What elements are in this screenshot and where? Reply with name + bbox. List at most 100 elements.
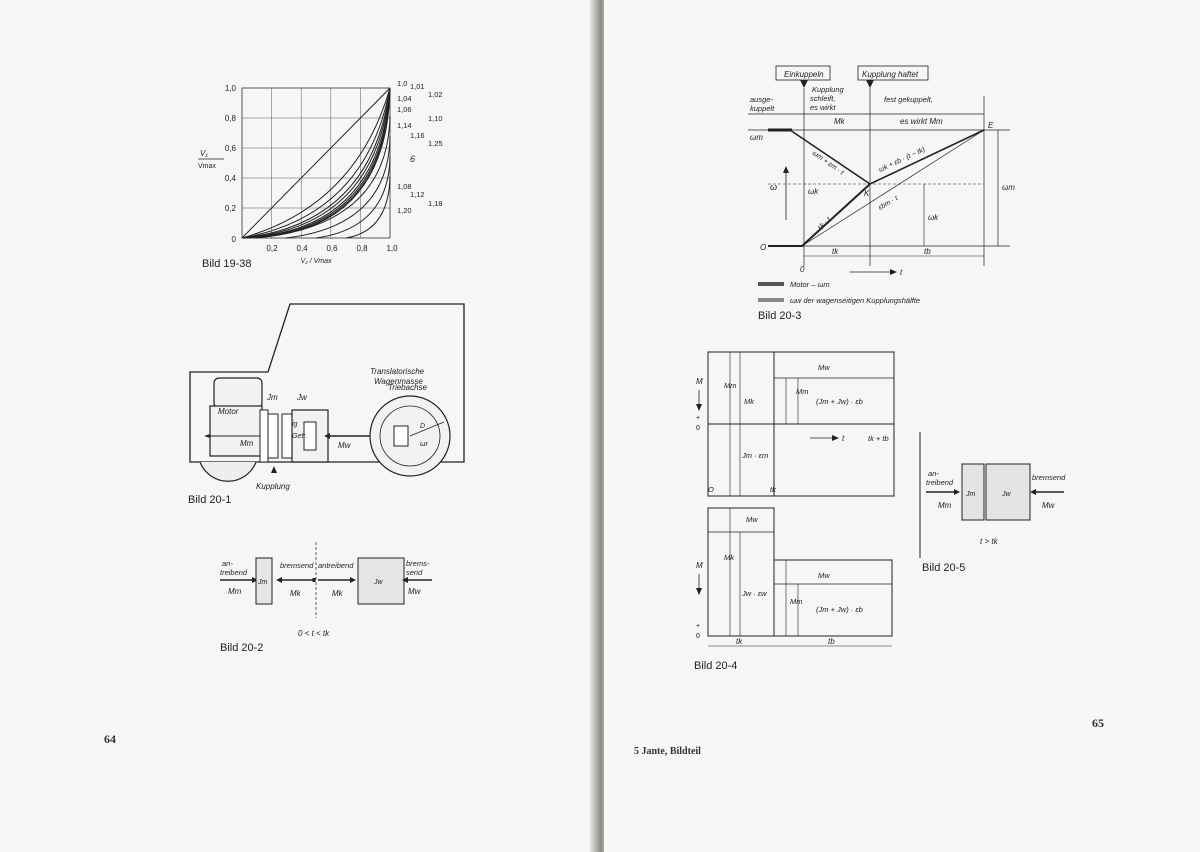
tb-label: tb	[924, 247, 931, 256]
mk-left: Mk	[290, 589, 302, 598]
y-tick: 1,0	[225, 84, 237, 93]
y-tick: 0,8	[225, 114, 237, 123]
jm-em-label: Jm · εm	[741, 451, 768, 460]
mm2-label: Mm	[796, 387, 809, 396]
omega-k-label: ωk	[808, 187, 819, 196]
caption-20-2: Bild 20-2	[220, 642, 264, 654]
zero-label: 0	[696, 425, 700, 432]
omega-r-label: ωr	[420, 441, 428, 448]
jm-label: Jm	[266, 393, 278, 402]
e-label: E	[988, 121, 994, 130]
y-tick: 0,2	[225, 204, 237, 213]
omega-m-right: ωm	[1002, 183, 1015, 192]
figure-20-3-speed-diagram: Einkuppeln Kupplung haftet ausge- kuppel…	[748, 65, 1015, 305]
svg-text:1,02: 1,02	[428, 90, 443, 99]
figure-20-2-torque-diagram: an- treibend Mm Jm bremsend Mk antreiben…	[220, 542, 432, 638]
jw-label: Jw	[1001, 491, 1012, 498]
antreibend-left-2: treibend	[220, 568, 248, 577]
svg-text:1,0: 1,0	[397, 79, 407, 88]
omega-label: ω	[770, 182, 777, 192]
page-number-left: 64	[104, 732, 116, 746]
x-tick: 0,4	[296, 244, 308, 253]
jw-label: Jw	[296, 393, 308, 402]
ausgekuppelt-1: ausge-	[750, 95, 773, 104]
y-tick: 0,4	[225, 174, 237, 183]
mw-label: Mw	[818, 363, 830, 372]
bremsend-right-1: brems-	[406, 559, 430, 568]
bremsend-right-2: send	[406, 568, 423, 577]
page-footer: 5 Jante, Bildteil	[634, 746, 701, 757]
o-label: O	[708, 485, 714, 494]
mm-label: Mm	[724, 381, 737, 390]
mk-label: Mk	[744, 397, 755, 406]
page-number-right: 65	[1092, 716, 1104, 730]
svg-text:1,20: 1,20	[397, 206, 412, 215]
mass-label-line1: Translatorische	[370, 367, 425, 376]
o-label: O	[760, 243, 766, 252]
t-axis-label: t	[900, 268, 903, 277]
bremsend-mid: bremsend	[280, 561, 314, 570]
schleift-3: es wirkt	[810, 103, 836, 112]
jm-label: Jm	[965, 491, 976, 498]
svg-text:1,04: 1,04	[397, 94, 412, 103]
zero-label: 0	[696, 633, 700, 640]
jw-label: Jw	[373, 579, 384, 586]
mk-right: Mk	[332, 589, 344, 598]
einkuppeln-label: Einkuppeln	[784, 70, 824, 79]
legend-motor: Motor – ωm	[790, 280, 830, 289]
caption-20-1: Bild 20-1	[188, 494, 232, 506]
caption-19-38: Bild 19-38	[202, 258, 252, 270]
plus-label: +	[696, 415, 700, 422]
x-label: V₂ / Vmax	[300, 258, 332, 265]
y-label-top: V₁	[200, 149, 208, 158]
jw-ew-label: Jw · εw	[741, 589, 767, 598]
schleift-1: Kupplung	[812, 85, 845, 94]
x-tick: 1,0	[386, 244, 398, 253]
jsum-label: (Jm + Jw) · εb	[816, 605, 863, 614]
mw-label: Mw	[746, 515, 758, 524]
figure-20-4-bottom-diagram: Mw Mk Jw · εw Mw Mm (Jm + Jw) · εb M + 0…	[696, 507, 893, 647]
es-wirkt-mm: es wirkt Mm	[900, 117, 943, 126]
tb-label: tb	[828, 637, 835, 646]
mm-label: Mm	[240, 439, 254, 448]
jsum-label: (Jm + Jw) · εb	[816, 397, 863, 406]
getr-label: Getr.	[292, 433, 307, 440]
mm-label: Mm	[790, 597, 803, 606]
kupplung-haftet-label: Kupplung haftet	[862, 70, 919, 79]
motor-label: Motor	[218, 407, 239, 416]
antreibend-mid: antreibend	[318, 561, 354, 570]
legend-wagen: ωw der wagenseitigen Kupplungshälfte	[790, 296, 920, 305]
condition-label: t > tk	[980, 537, 999, 546]
mw-label: Mw	[408, 587, 422, 596]
ig-label: ig	[292, 421, 298, 428]
y-label-bottom: Vmax	[198, 163, 216, 170]
svg-text:1,10: 1,10	[428, 114, 443, 123]
formula-4: εbm · t	[878, 195, 901, 212]
formula-3: εk · t	[817, 216, 833, 232]
schleift-2: schleift,	[810, 94, 835, 103]
triebachse-label: Triebachse	[388, 383, 428, 392]
d-label: D	[420, 423, 425, 430]
svg-text:1,25: 1,25	[428, 139, 443, 148]
x-tick: 0,2	[266, 244, 278, 253]
sigma-label: 6	[410, 154, 415, 164]
svg-text:1,18: 1,18	[428, 199, 443, 208]
omega-m-left: ωm	[750, 133, 763, 142]
mw-label: Mw	[338, 441, 352, 450]
left-page: 1,0 0,8 0,6 0,4 0,2 V₁ Vmax 0 0,2 0,4 0,…	[0, 0, 596, 852]
condition-label: 0 < t < tk	[298, 629, 330, 638]
chart-curves	[241, 87, 391, 239]
tktb-label: tk + tb	[868, 434, 889, 443]
svg-text:1,01: 1,01	[410, 82, 425, 91]
tk-label: tk	[736, 637, 743, 646]
omega-k-right: ωk	[928, 213, 939, 222]
m-label: M	[696, 561, 703, 570]
y-tick: 0,6	[225, 144, 237, 153]
mm-label: Mm	[938, 501, 952, 510]
svg-text:1,08: 1,08	[397, 182, 412, 191]
bremsend-label: bremsend	[1032, 473, 1066, 482]
plus-label: +	[696, 623, 700, 630]
figure-20-4-top-diagram: Mm Mk Mw Mm (Jm + Jw) · εb Jm · εm M + 0…	[696, 351, 895, 497]
mm-label: Mm	[228, 587, 242, 596]
